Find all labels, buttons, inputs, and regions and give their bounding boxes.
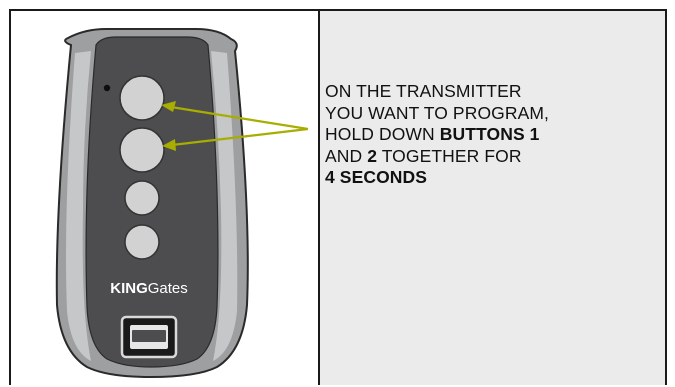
remote-illustration: KINGGates (11, 11, 318, 387)
instruction-line-3: HOLD DOWN BUTTONS 1 (325, 124, 549, 146)
instruction-line-2: YOU WANT TO PROGRAM, (325, 103, 549, 125)
instruction-text: ON THE TRANSMITTER YOU WANT TO PROGRAM, … (325, 81, 549, 189)
diagram-frame: KINGGates ON THE TRANSMITTER YOU WANT TO… (9, 9, 667, 385)
keyring-loop-icon (122, 317, 176, 357)
instruction-line-4: AND 2 TOGETHER FOR (325, 146, 549, 168)
instruction-panel: ON THE TRANSMITTER YOU WANT TO PROGRAM, … (320, 11, 665, 385)
button-1[interactable] (120, 76, 164, 120)
instruction-line-4-bold: 2 (367, 146, 377, 166)
led-indicator-icon (104, 85, 110, 91)
brand-logo: KINGGates (110, 280, 188, 297)
illustration-panel: KINGGates (11, 11, 318, 385)
button-4[interactable] (125, 225, 159, 259)
instruction-line-5: 4 SECONDS (325, 167, 549, 189)
brand-bold: KING (110, 280, 148, 297)
instruction-line-3-text: HOLD DOWN (325, 124, 440, 144)
instruction-line-4-text2: TOGETHER FOR (377, 146, 522, 166)
button-2[interactable] (120, 128, 164, 172)
instruction-line-1: ON THE TRANSMITTER (325, 81, 549, 103)
instruction-line-5-bold: 4 SECONDS (325, 167, 427, 187)
instruction-line-3-bold: BUTTONS 1 (440, 124, 540, 144)
brand-light: Gates (148, 280, 188, 297)
instruction-line-4-text1: AND (325, 146, 367, 166)
button-3[interactable] (125, 181, 159, 215)
